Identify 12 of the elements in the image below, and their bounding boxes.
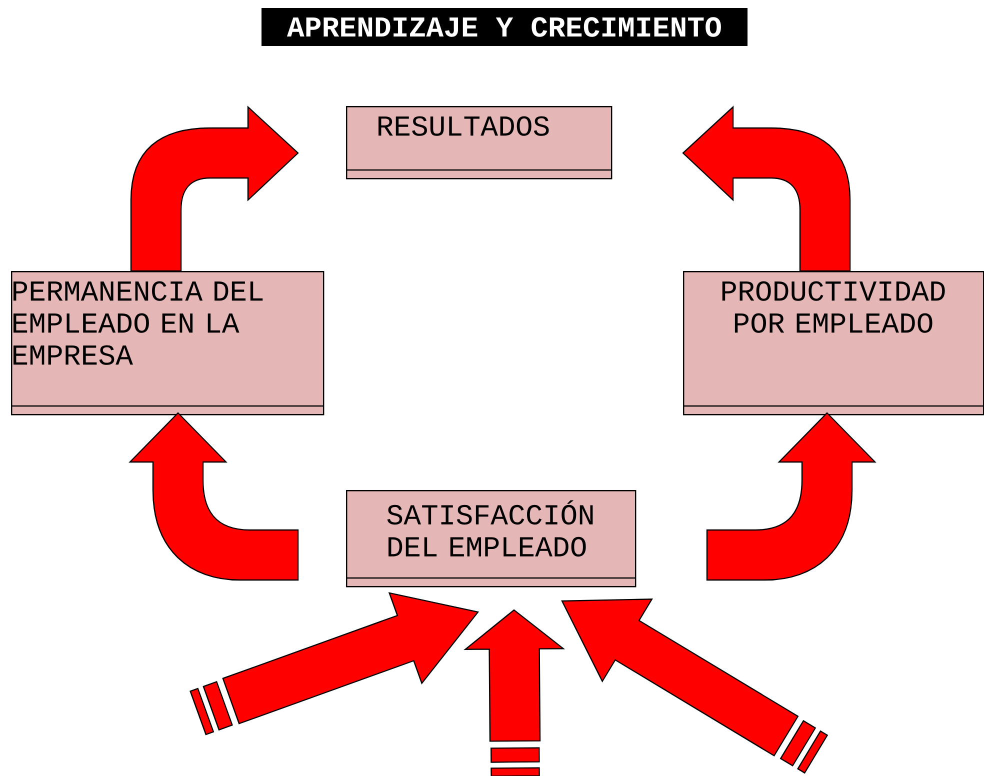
block-arrow (129, 412, 299, 581)
block-arrow (190, 592, 480, 736)
block-arrow (464, 609, 566, 776)
text-box: RESULTADOS (346, 106, 612, 180)
text-box: PRODUCTIVIDAD POR EMPLEADO (683, 271, 984, 416)
block-arrow (130, 106, 299, 272)
text-box: PERMANENCIA DEL EMPLEADO EN LA EMPRESA (11, 271, 324, 416)
block-arrow (682, 106, 851, 272)
block-arrow (706, 412, 876, 581)
block-arrow (561, 598, 828, 774)
text-box: SATISFACCIÓN DEL EMPLEADO (346, 490, 636, 588)
title-banner: APRENDIZAJE Y CRECIMIENTO (262, 8, 748, 46)
